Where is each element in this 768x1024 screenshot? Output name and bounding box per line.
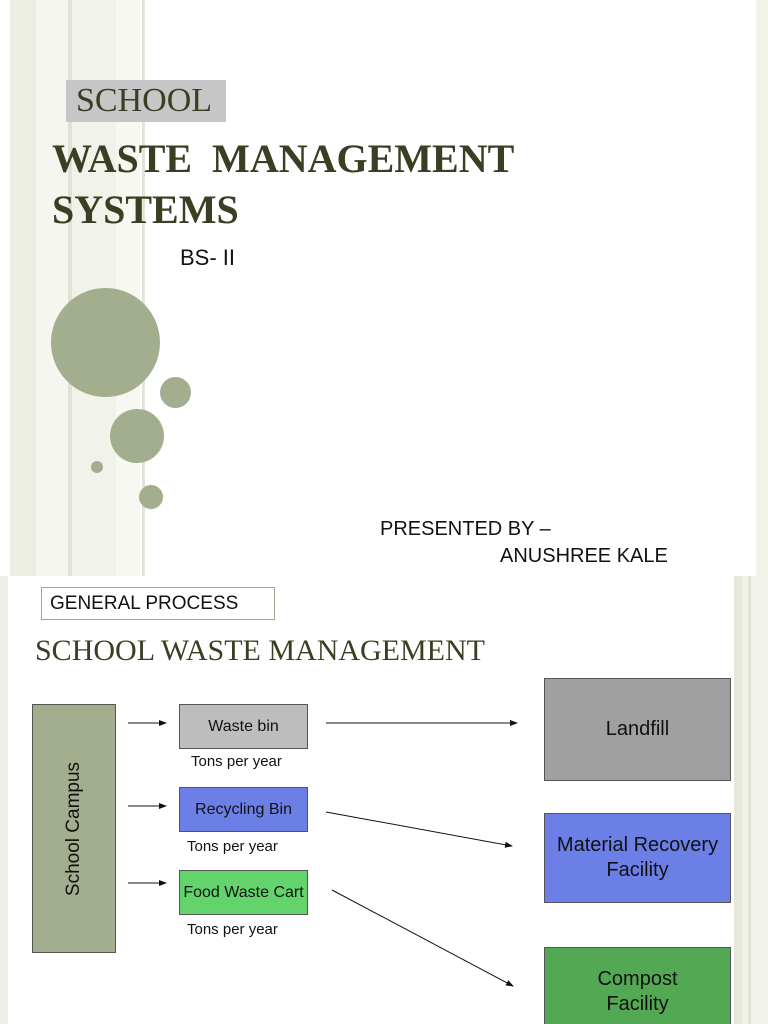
slide-title: SCHOOL WASTE MANAGEMENT [35, 634, 485, 667]
decor-stripe [142, 0, 145, 576]
flow-arrows [128, 720, 518, 987]
school-campus-box: School Campus [32, 704, 116, 953]
waste-bin-box: Waste bin [179, 704, 308, 749]
decor-stripe [68, 0, 72, 576]
decor-stripe [756, 0, 768, 576]
decor-circle [91, 461, 103, 473]
recycling-bin-caption: Tons per year [187, 838, 278, 855]
landfill-box: Landfill [544, 678, 731, 781]
presented-by: PRESENTED BY – [380, 518, 551, 540]
waste-bin-caption: Tons per year [191, 753, 282, 770]
title-line-1: WASTE MANAGEMENT [52, 136, 515, 181]
presenter-name: ANUSHREE KALE [500, 545, 668, 567]
general-process-box: GENERAL PROCESS [41, 587, 275, 620]
compost-facility-box: Compost Facility [544, 947, 731, 1024]
title-line-2: SYSTEMS [52, 187, 239, 232]
process-slide: GENERAL PROCESS SCHOOL WASTE MANAGEMENT … [0, 576, 768, 1024]
section-label: SCHOOL [66, 80, 226, 122]
decor-stripe [742, 576, 768, 1024]
recycling-bin-box: Recycling Bin [179, 787, 308, 832]
subtitle: BS- II [180, 245, 236, 270]
decor-stripe [36, 0, 68, 576]
decor-circle [110, 409, 164, 463]
food-waste-cart-box: Food Waste Cart [179, 870, 308, 915]
title-slide: SCHOOL WASTE MANAGEMENT SYSTEMS BS- II P… [10, 0, 768, 576]
decor-circle [139, 485, 163, 509]
decor-stripe [10, 0, 36, 576]
decor-stripe [734, 576, 742, 1024]
food-waste-cart-caption: Tons per year [187, 921, 278, 938]
decor-circle [160, 377, 191, 408]
decor-stripe [748, 576, 751, 1024]
decor-stripe [0, 576, 8, 1024]
decor-circle [51, 288, 160, 397]
arrow-food-waste-to-compost [331, 889, 514, 987]
arrow-recycling-to-mrf [325, 811, 513, 848]
material-recovery-facility-box: Material Recovery Facility [544, 813, 731, 903]
